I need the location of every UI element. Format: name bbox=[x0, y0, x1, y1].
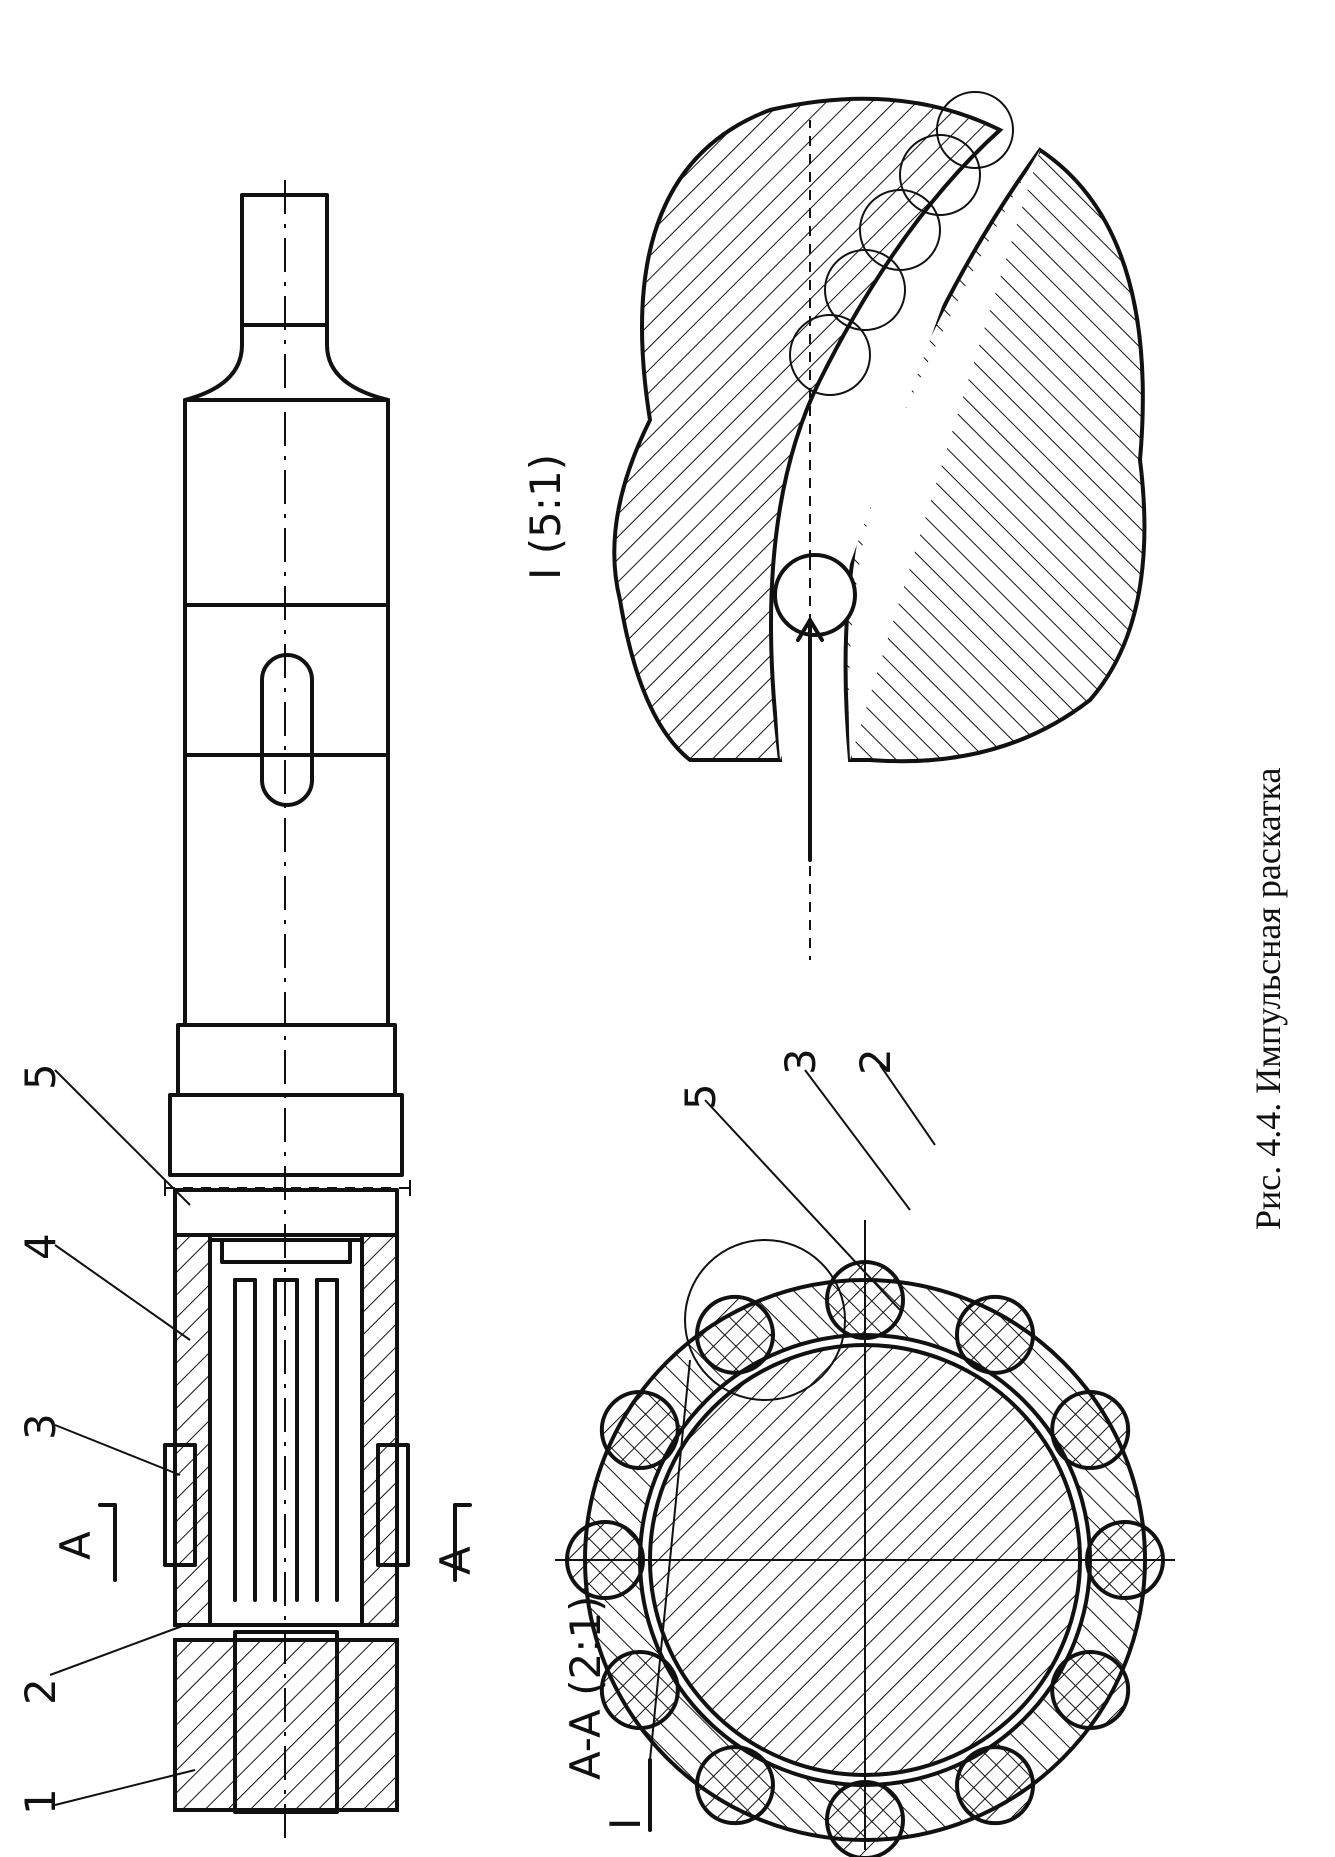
detail-title: I (5:1) bbox=[521, 454, 570, 580]
svg-text:3: 3 bbox=[16, 1413, 65, 1440]
section-view: A-A (2:1) I 5 3 2 bbox=[555, 1048, 1175, 1857]
callout-1: 1 bbox=[16, 1769, 196, 1815]
callout-3: 3 bbox=[16, 1413, 181, 1476]
callout-5: 5 bbox=[16, 1063, 191, 1206]
svg-text:5: 5 bbox=[676, 1083, 725, 1110]
svg-text:2: 2 bbox=[851, 1048, 900, 1075]
figure-caption: Рис. 4.4. Импульсная раскатка bbox=[1248, 767, 1288, 1230]
key-slot bbox=[260, 653, 314, 807]
svg-text:5: 5 bbox=[16, 1063, 65, 1090]
body-section-1 bbox=[183, 398, 390, 607]
shank-fillet bbox=[183, 323, 390, 402]
section-roller bbox=[599, 1650, 680, 1730]
section-roller bbox=[1050, 1390, 1131, 1470]
section-roller bbox=[599, 1390, 680, 1470]
detail-mark: I bbox=[601, 1818, 650, 1830]
section-letter-right: A bbox=[431, 1546, 480, 1575]
detail-body-left bbox=[612, 96, 1004, 762]
section-callout-2: 2 bbox=[851, 1048, 936, 1146]
body-section-2 bbox=[183, 603, 390, 757]
shank-end bbox=[240, 193, 329, 327]
callout-4: 4 bbox=[16, 1233, 191, 1341]
cone-5 bbox=[173, 1188, 399, 1237]
roller-right bbox=[376, 1443, 410, 1567]
svg-text:3: 3 bbox=[776, 1048, 825, 1075]
collar-1 bbox=[176, 1023, 397, 1097]
section-roller bbox=[1050, 1650, 1131, 1730]
detail-view: I (5:1) bbox=[521, 91, 1147, 960]
collar-2 bbox=[168, 1093, 404, 1177]
spline-top bbox=[220, 1238, 352, 1264]
svg-text:1: 1 bbox=[16, 1788, 65, 1815]
detail-ball-main bbox=[773, 553, 857, 637]
section-letter-left: A bbox=[51, 1531, 100, 1560]
body-section-3 bbox=[183, 753, 390, 1027]
detail-circle bbox=[684, 1239, 846, 1401]
svg-text:2: 2 bbox=[16, 1678, 65, 1705]
callout-2: 2 bbox=[16, 1624, 186, 1705]
nut-bolt bbox=[233, 1630, 339, 1814]
svg-text:4: 4 bbox=[16, 1233, 65, 1260]
section-roller bbox=[955, 1745, 1035, 1826]
roller-left bbox=[163, 1443, 197, 1567]
section-roller bbox=[955, 1294, 1035, 1375]
main-view: A A 1 2 3 4 5 bbox=[16, 180, 480, 1840]
section-roller bbox=[695, 1294, 775, 1375]
nut-1 bbox=[173, 1638, 399, 1812]
section-callout-5: 5 bbox=[676, 1083, 901, 1311]
section-roller bbox=[695, 1745, 775, 1826]
section-callout-3: 3 bbox=[776, 1048, 911, 1211]
housing-wall-left bbox=[173, 1233, 212, 1627]
